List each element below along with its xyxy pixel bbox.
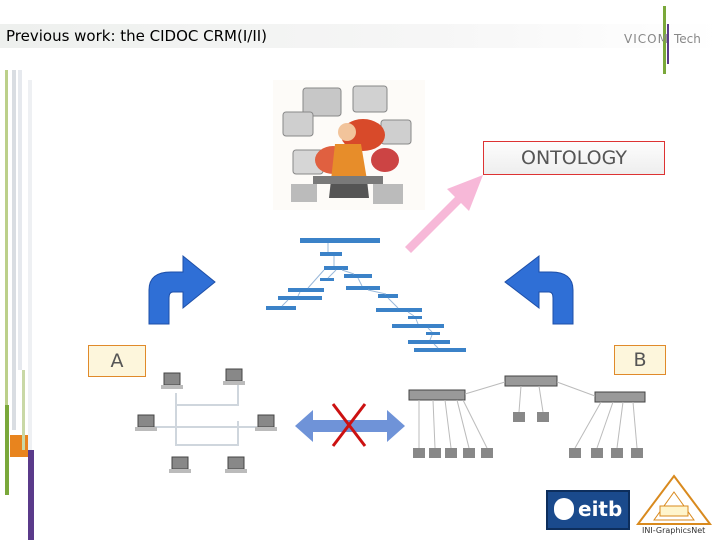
label-a: A [88,345,146,377]
people-at-computers-image [273,80,425,210]
label-b: B [614,345,666,375]
ontology-tree-diagram [266,238,466,352]
graphicsnet-text: INI-GraphicsNet [642,526,706,535]
eitb-logo: eitb [546,490,630,530]
decorative-side-bars [5,70,34,540]
blue-arrow-right [504,254,574,325]
ini-graphicsnet-logo: INI-GraphicsNet [636,474,716,538]
vicom-text: VICOM [624,32,669,46]
title-bar [0,24,720,48]
network-b-diagram [408,375,646,458]
slide-title: Previous work: the CIDOC CRM(I/II) [6,27,268,45]
eitb-text: eitb [578,497,623,521]
blue-arrow-left [148,254,216,325]
network-a-diagram [135,368,277,473]
vicomtech-logo: VICOM Tech [620,4,720,76]
blocked-connection-arrow [295,403,405,447]
pink-arrow [405,175,483,253]
eitb-emblem-icon [554,498,574,520]
tech-text: Tech [674,32,701,46]
ontology-box: ONTOLOGY [483,141,665,175]
